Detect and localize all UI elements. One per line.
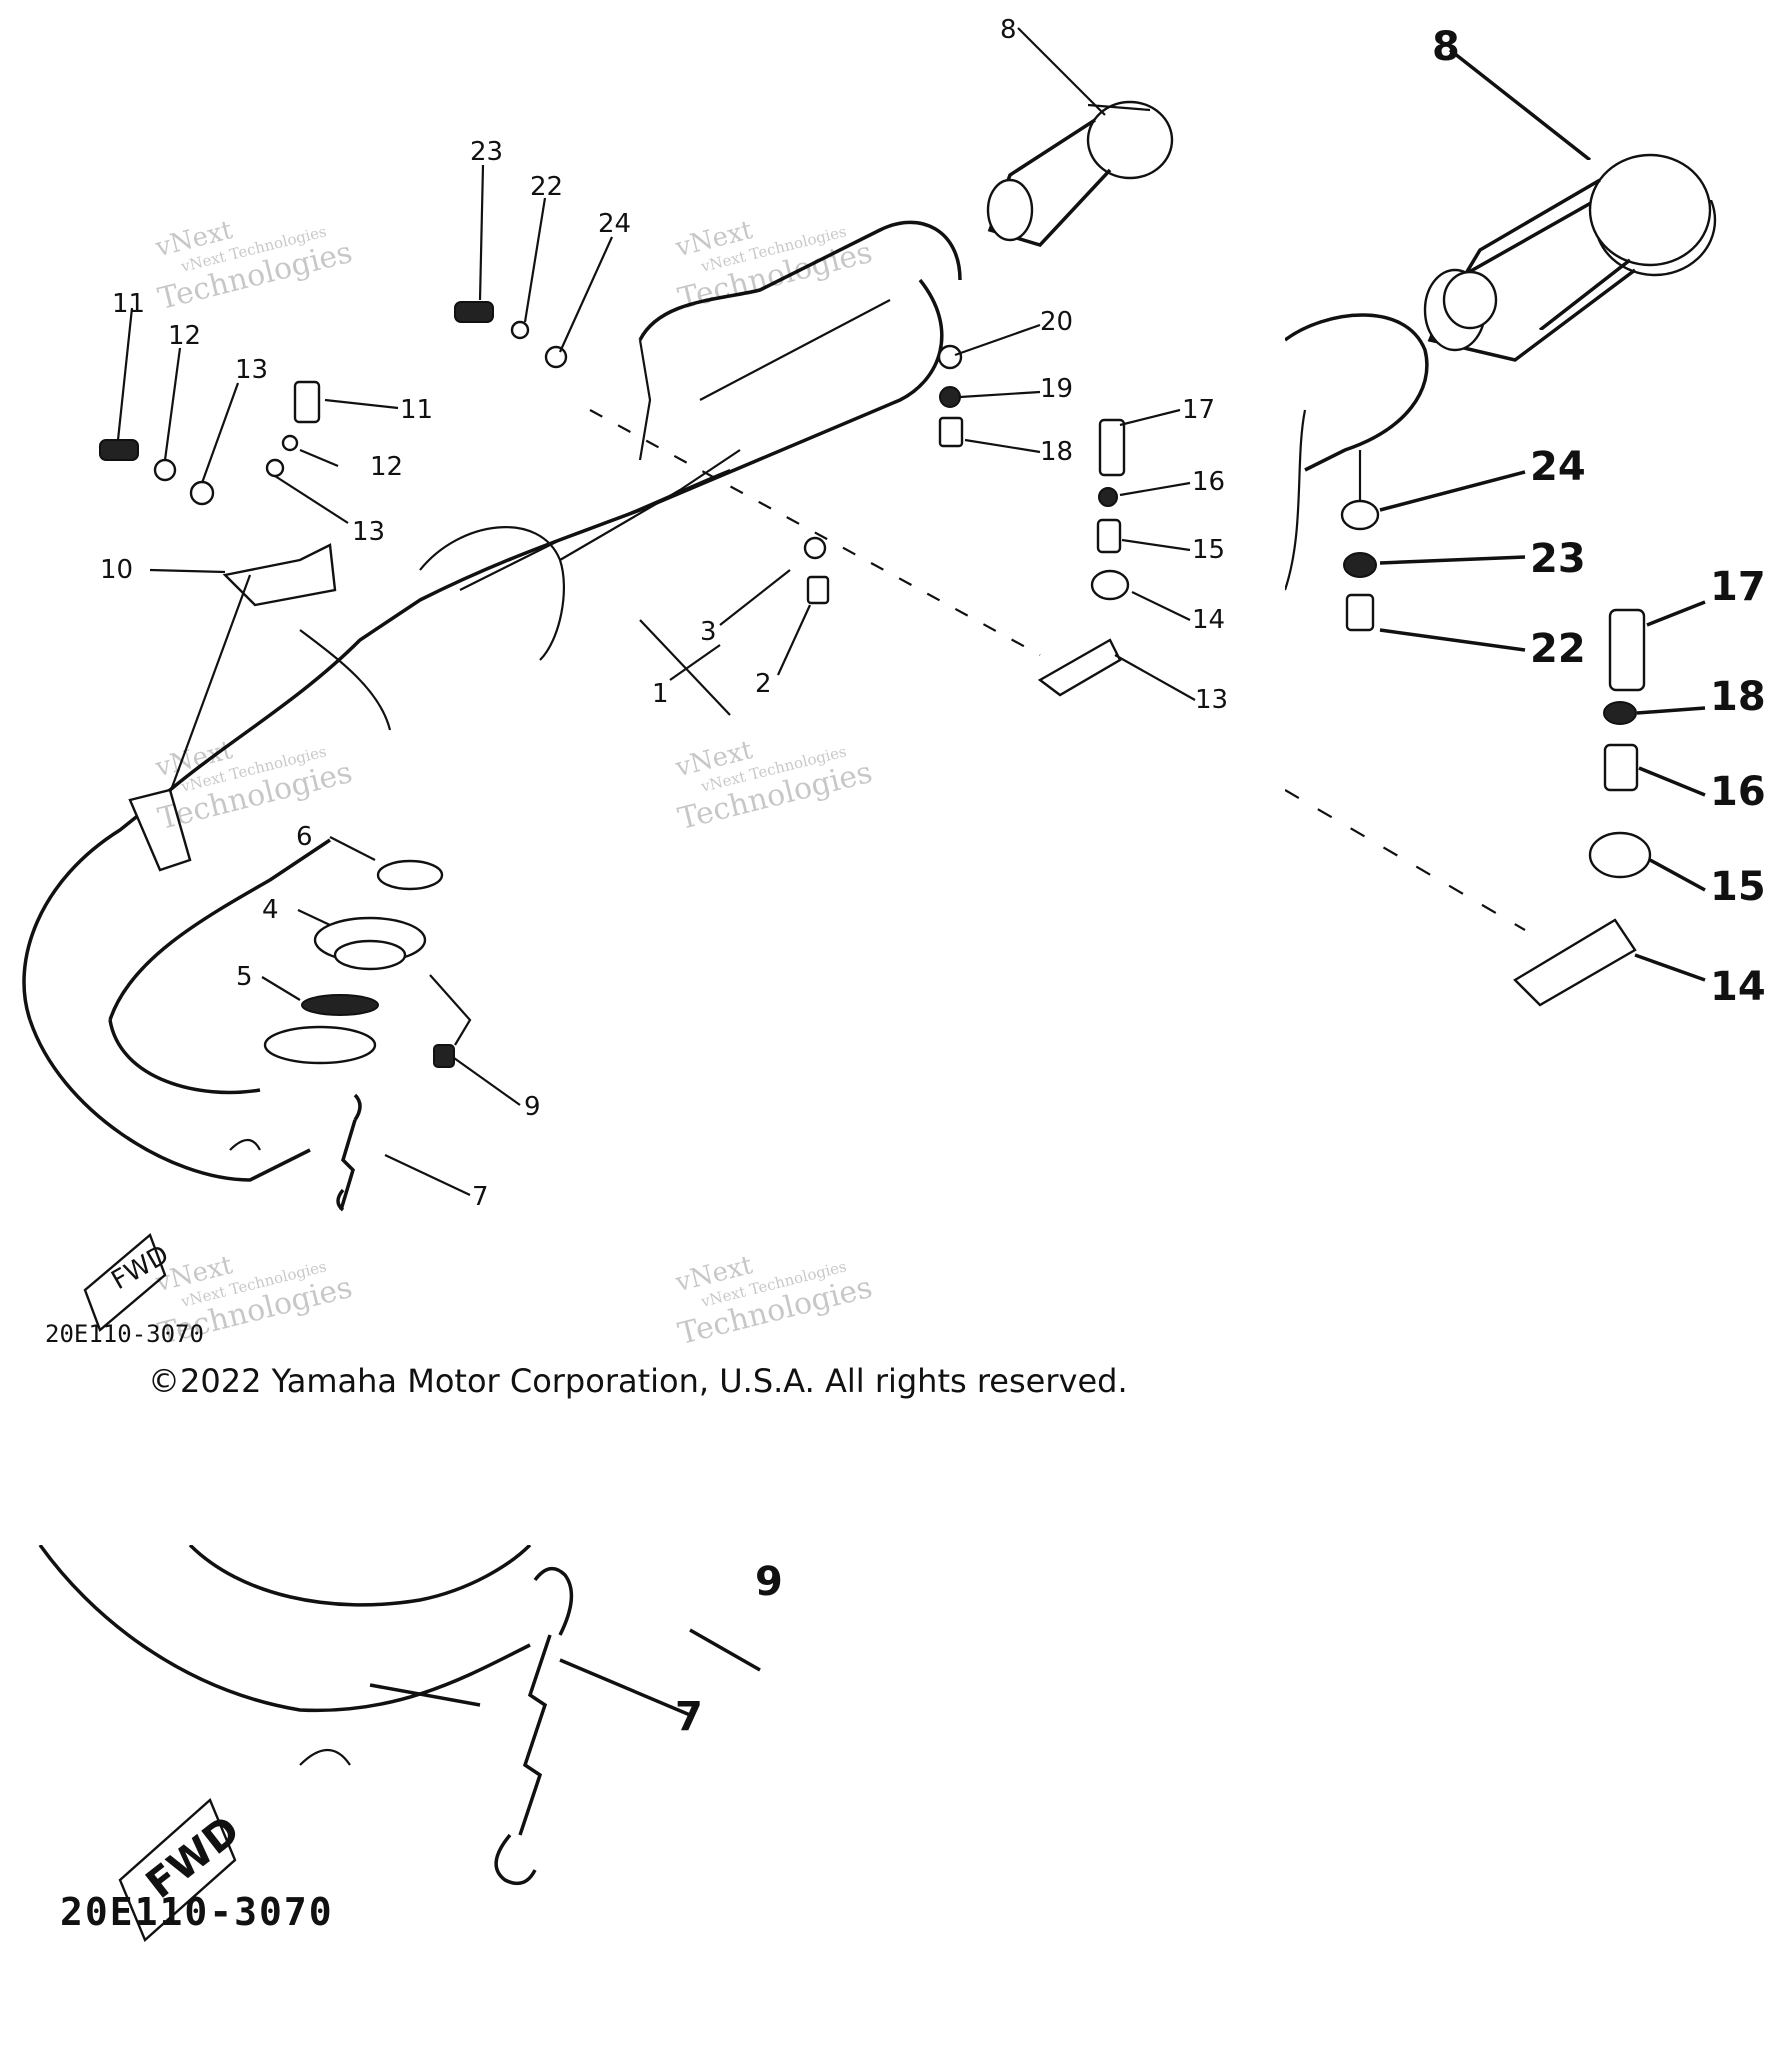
leader-lines-zoom-bottom [369,1628,761,1717]
callout-11a: 11 [112,289,145,319]
main-diagram-panel: FWD [0,0,1260,1440]
chamber-bend-zoom [38,1545,532,1766]
callout-16: 15 [1192,535,1225,565]
zoom-detail-bottom: FWD 9 7 20E110-3070 [0,1545,820,2048]
callout-14: 13 [1195,685,1228,715]
silencer-tip [986,100,1174,247]
callout-19: 23 [470,137,503,167]
hardware-zoom [1285,450,1652,1007]
callout-24: 20 [1040,307,1073,337]
flange-parts [263,859,472,1065]
hardware-small-parts [99,301,1130,1212]
callout-1: 1 [652,679,669,709]
callout-20: 22 [530,172,563,202]
copyright-notice: ©2022 Yamaha Motor Corporation, U.S.A. A… [148,1362,1128,1400]
callout-numbers: 8 23 22 24 11 12 13 11 12 13 10 20 19 18… [100,15,1228,1212]
callout-21: 24 [598,209,631,239]
callout-12b: 12 [370,452,403,482]
callout-zoom-17: 17 [1710,564,1766,610]
callout-8: 8 [1000,15,1017,45]
zoom-bottom-diagram: FWD 9 7 [38,1545,783,1943]
callout-13b: 13 [352,517,385,547]
callout-zoom-16: 16 [1710,769,1766,815]
callout-numbers-zoom-right: 24 23 22 17 18 16 15 14 [1530,444,1766,1010]
callout-zoom-14: 14 [1710,964,1766,1010]
callout-2: 2 [755,669,772,699]
expansion-chamber [22,220,962,1182]
part-code-zoom-label: 20E110-3070 [60,1890,334,1934]
callout-zoom-22: 22 [1530,626,1586,672]
callout-zoom-18: 18 [1710,674,1766,720]
callout-7: 7 [472,1182,489,1212]
spring-zoom [494,1566,574,1886]
part-code-label: 20E110-3070 [45,1320,204,1348]
bracket-14 [589,409,1122,697]
callout-23: 19 [1040,374,1073,404]
callout-zoom-24: 24 [1530,444,1586,490]
callout-9: 9 [524,1092,541,1122]
callout-11b: 11 [400,395,433,425]
callout-numbers-zoom-bottom: 9 7 [675,1559,783,1740]
bracket-10 [128,543,337,872]
callout-10: 10 [100,555,133,585]
callout-zoom-9: 9 [755,1559,783,1605]
fwd-marker: FWD [83,1232,174,1333]
callout-zoom-7: 7 [675,1694,703,1740]
callout-zoom-23: 23 [1530,536,1586,582]
callout-5: 5 [236,962,253,992]
callout-12a: 12 [168,321,201,351]
zoom-right-callout-8: 8 [1432,24,1592,160]
callout-15: 14 [1192,605,1225,635]
callout-6: 6 [296,822,313,852]
exhaust-system-diagram: FWD [22,15,1228,1333]
callout-4: 4 [262,895,279,925]
callout-zoom-15: 15 [1710,864,1766,910]
callout-18: 16 [1192,467,1225,497]
callout-22: 18 [1040,437,1073,467]
zoom-right-silencer-top [1442,153,1712,330]
callout-zoom-8: 8 [1432,24,1460,70]
leader-lines [116,27,1196,1196]
leader-lines-zoom-right [1379,470,1706,982]
callout-17: 17 [1182,395,1215,425]
callout-13a: 13 [235,355,268,385]
callout-3: 3 [700,617,717,647]
